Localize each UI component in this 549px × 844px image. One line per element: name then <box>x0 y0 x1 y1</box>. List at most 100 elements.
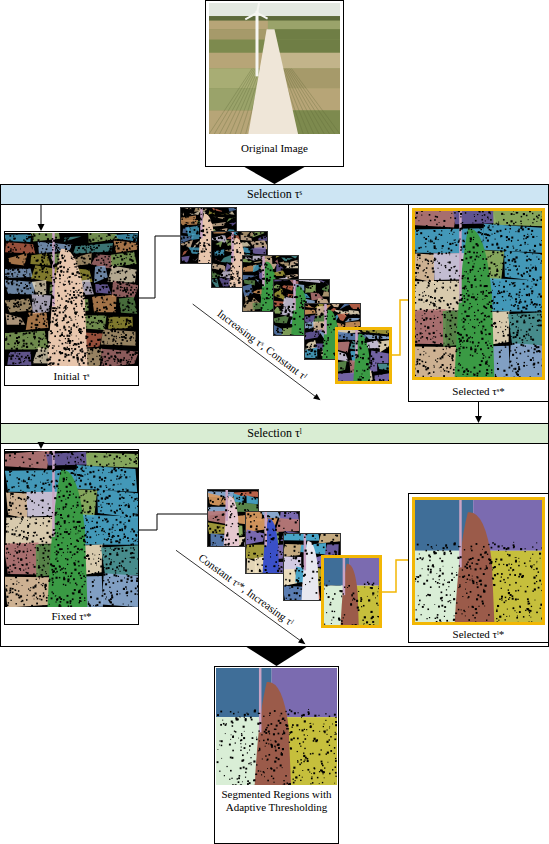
segment-speckle <box>328 339 329 340</box>
segment-speckle <box>213 510 214 511</box>
segment-speckle <box>221 274 223 276</box>
segment-road <box>263 519 280 575</box>
segment-speckle <box>184 224 186 226</box>
segment-speckle <box>285 307 286 308</box>
segment-speckle <box>213 241 215 243</box>
segment-speckle <box>284 330 285 331</box>
segment-speckle <box>344 324 345 325</box>
segment-speckle <box>306 324 307 325</box>
segment-speckle <box>364 370 366 372</box>
segment-speckle <box>184 226 185 227</box>
segment-speckle <box>225 211 226 212</box>
segment-speckle <box>282 280 284 282</box>
segment-speckle <box>277 298 279 300</box>
segment-speckle <box>258 298 259 299</box>
segment-speckle <box>315 333 317 335</box>
segment-speckle <box>213 272 215 274</box>
segment-speckle <box>378 350 380 352</box>
segment-speckle <box>318 301 320 303</box>
segment-speckle <box>248 551 250 553</box>
segment-speckle <box>183 238 184 239</box>
segment-speckle <box>287 286 288 287</box>
segment-speckle <box>228 492 230 494</box>
segment-speckle <box>293 303 295 305</box>
segment-speckle <box>202 229 204 231</box>
segment-speckle <box>216 272 218 274</box>
segment-speckle <box>326 318 328 320</box>
segment-speckle <box>260 309 262 311</box>
segment-speckle <box>243 544 245 546</box>
segment-speckle <box>225 278 227 280</box>
segment-speckle <box>375 331 377 333</box>
segment-speckle <box>343 309 345 311</box>
segment-speckle <box>314 354 316 356</box>
segment-speckle <box>306 330 308 332</box>
segment-speckle <box>228 544 230 546</box>
segment-speckle <box>248 241 249 242</box>
segment-speckle <box>315 316 317 318</box>
segment-speckle <box>233 505 234 506</box>
segment-speckle <box>261 554 262 555</box>
segment-speckle <box>265 534 267 536</box>
segment-speckle <box>252 246 254 248</box>
segment-speckle <box>237 271 238 272</box>
segment-speckle <box>217 526 219 528</box>
segment-speckle <box>182 250 184 252</box>
segment-speckle <box>320 350 322 352</box>
segment-speckle <box>277 295 279 297</box>
segment-speckle <box>251 298 253 300</box>
segment-speckle <box>208 260 209 261</box>
segment-speckle <box>277 533 279 535</box>
segment-speckle <box>236 271 237 272</box>
segment-speckle <box>225 539 227 541</box>
segment-speckle <box>360 330 362 332</box>
segment-speckle <box>192 222 194 224</box>
segment-speckle <box>251 249 253 251</box>
segment-speckle <box>362 369 364 371</box>
segment-speckle <box>261 535 263 537</box>
segment-speckle <box>260 512 262 514</box>
segment-speckle <box>198 222 200 224</box>
segment-speckle <box>392 368 394 370</box>
segment-speckle <box>225 248 227 250</box>
segment-speckle <box>346 308 348 310</box>
segment-speckle <box>244 241 246 243</box>
segment-speckle <box>204 251 205 252</box>
segment-speckle <box>266 528 268 530</box>
segment-speckle <box>258 236 260 238</box>
segment-speckle <box>319 340 320 341</box>
segment-speckle <box>189 226 190 227</box>
segment-speckle <box>376 348 377 349</box>
segment-speckle <box>276 554 277 555</box>
segment-speckle <box>214 280 216 282</box>
segment-speckle <box>283 270 284 271</box>
segment-speckle <box>326 310 327 311</box>
segment-speckle <box>297 296 298 297</box>
segment-speckle <box>282 306 284 308</box>
segment-speckle <box>220 236 222 238</box>
segment-speckle <box>321 285 323 287</box>
segment-speckle <box>226 211 227 212</box>
segment-speckle <box>258 258 260 260</box>
segment-speckle <box>222 538 224 540</box>
segment-speckle <box>351 308 352 309</box>
segment-speckle <box>259 269 261 271</box>
segment-speckle <box>197 231 199 233</box>
segment-speckle <box>321 352 323 354</box>
segment-speckle <box>259 569 260 570</box>
segment-speckle <box>314 291 316 293</box>
segment-speckle <box>363 377 364 378</box>
segment-speckle <box>235 278 237 280</box>
segment-speckle <box>186 209 187 210</box>
segment-speckle <box>240 240 241 241</box>
segment-speckle <box>234 220 235 221</box>
segment-speckle <box>317 288 318 289</box>
segment-speckle <box>202 225 204 227</box>
segment-speckle <box>302 318 304 320</box>
segment-speckle <box>183 246 185 248</box>
segment-speckle <box>357 341 359 343</box>
segment-speckle <box>252 238 254 240</box>
segment-speckle <box>277 546 279 548</box>
segment-speckle <box>286 275 288 277</box>
segment-speckle <box>221 236 222 237</box>
